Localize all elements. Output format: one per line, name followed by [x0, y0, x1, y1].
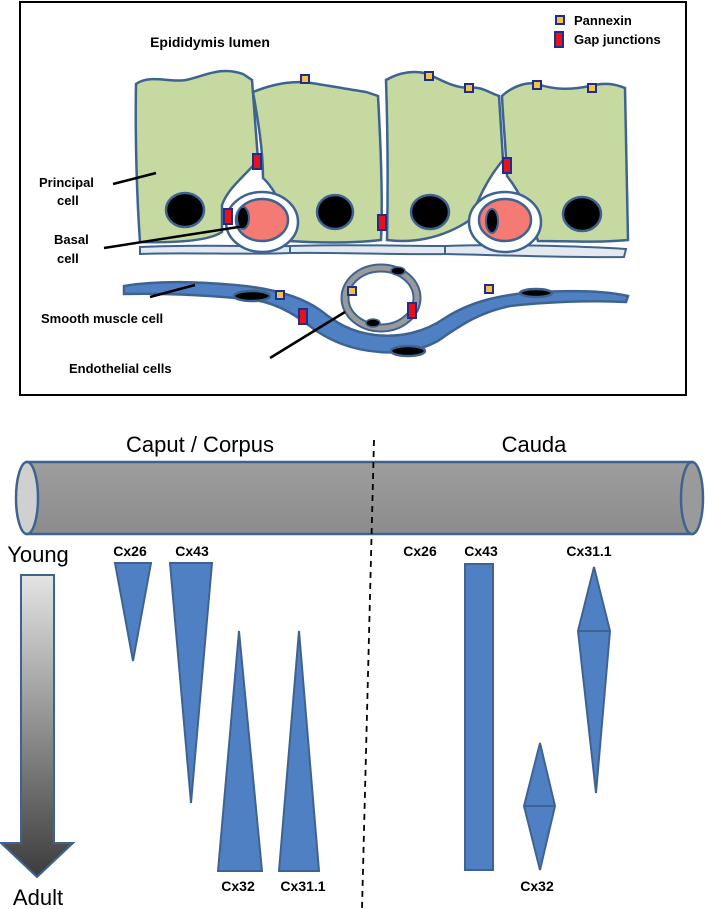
gap-junction-markers — [223, 153, 512, 325]
cx311-cauda-label: Cx31.1 — [566, 543, 611, 559]
pannexin-marker — [300, 74, 310, 84]
epididymis-tube — [14, 460, 705, 536]
principal-pointer — [112, 171, 157, 186]
pannexin-marker — [532, 80, 542, 90]
basal-cells — [224, 190, 543, 254]
pannexin-marker — [587, 83, 597, 93]
cx311-caput-label: Cx31.1 — [280, 878, 325, 894]
cx43-cauda-shape — [464, 563, 494, 871]
basal-pointer — [103, 224, 246, 250]
cx32-caput-label: Cx32 — [221, 878, 255, 894]
nucleus-2 — [315, 193, 355, 231]
gap-junction-marker — [502, 157, 512, 174]
age-arrow — [0, 574, 76, 879]
cx32-caput-shape — [216, 630, 264, 872]
cx32-cauda-label: Cx32 — [520, 878, 554, 894]
legend-gap-junctions-label: Gap junctions — [574, 32, 661, 47]
region-divider — [361, 439, 375, 909]
basal-label-line2: cell — [57, 251, 79, 266]
gap-junction-marker — [298, 308, 308, 325]
endothelial-label: Endothelial cells — [69, 361, 172, 376]
pannexin-marker — [275, 290, 285, 300]
nucleus-4 — [561, 195, 603, 233]
pannexin-marker — [347, 286, 357, 296]
gap-junction-marker — [223, 208, 233, 225]
expression-diagram: Caput / Corpus Cauda Young Adult Cx26 Cx… — [0, 432, 705, 909]
cx26-caput-label: Cx26 — [113, 543, 147, 559]
age-axis: Young Adult — [0, 542, 76, 909]
smooth-muscle-label: Smooth muscle cell — [41, 311, 163, 326]
region-cauda-label: Cauda — [502, 432, 568, 457]
endothelial-cells — [340, 263, 422, 333]
cauda-connexins — [464, 563, 612, 871]
gap-junction-legend-icon — [554, 31, 564, 48]
capillary-wall — [342, 265, 420, 331]
pannexin-marker — [484, 284, 494, 294]
nucleus-3 — [409, 193, 451, 231]
cx43-cauda-label: Cx43 — [464, 543, 498, 559]
endothelial-nucleus-1 — [390, 266, 406, 276]
cx26-caput-shape — [113, 562, 153, 662]
smooth-muscle-nucleus-2 — [389, 344, 427, 358]
gap-junction-marker — [377, 214, 387, 231]
principal-label-line1: Principal — [39, 175, 94, 190]
lumen-label: Epididymis lumen — [150, 34, 270, 50]
smooth-muscle-cell-1 — [122, 280, 630, 354]
cx43-caput-shape — [168, 562, 214, 804]
smooth-muscle-nucleus-1 — [232, 289, 272, 303]
endothelial-nucleus-2 — [365, 318, 381, 328]
gap-junction-marker — [407, 302, 417, 319]
pannexin-legend-icon — [555, 15, 565, 25]
cx43-caput-label: Cx43 — [175, 543, 209, 559]
age-start-label: Young — [7, 542, 69, 567]
region-caput-corpus-label: Caput / Corpus — [126, 432, 274, 457]
basal-cell-1-nucleus — [236, 206, 250, 230]
pannexin-markers — [275, 71, 597, 300]
basal-cell-2-nucleus — [485, 208, 499, 234]
pannexin-marker — [424, 71, 434, 81]
smooth-muscle-nucleus-3 — [518, 287, 554, 299]
principal-label-line2: cell — [57, 193, 79, 208]
age-end-label: Adult — [13, 885, 63, 909]
basal-label-line1: Basal — [54, 232, 89, 247]
cx311-cauda-shape — [576, 566, 612, 794]
basal-cell-1 — [234, 197, 290, 243]
cx311-caput-shape — [277, 630, 321, 872]
smooth-muscle-pointer — [149, 283, 196, 299]
principal-nuclei — [164, 191, 603, 233]
gap-junction-marker — [252, 153, 262, 170]
endothelial-pointer — [269, 310, 346, 360]
cx26-cauda-label: Cx26 — [403, 543, 437, 559]
caput-corpus-connexins — [113, 562, 321, 872]
legend: Pannexin Gap junctions — [554, 13, 661, 48]
cell-diagram-panel: Epididymis lumen Pannexin Gap junctions — [19, 1, 687, 396]
pannexin-marker — [464, 83, 474, 93]
smooth-muscle-cells — [122, 280, 630, 358]
nucleus-1 — [164, 191, 206, 229]
legend-pannexin-label: Pannexin — [574, 13, 632, 28]
principal-cell-1 — [134, 69, 260, 244]
pointer-lines — [103, 171, 346, 360]
